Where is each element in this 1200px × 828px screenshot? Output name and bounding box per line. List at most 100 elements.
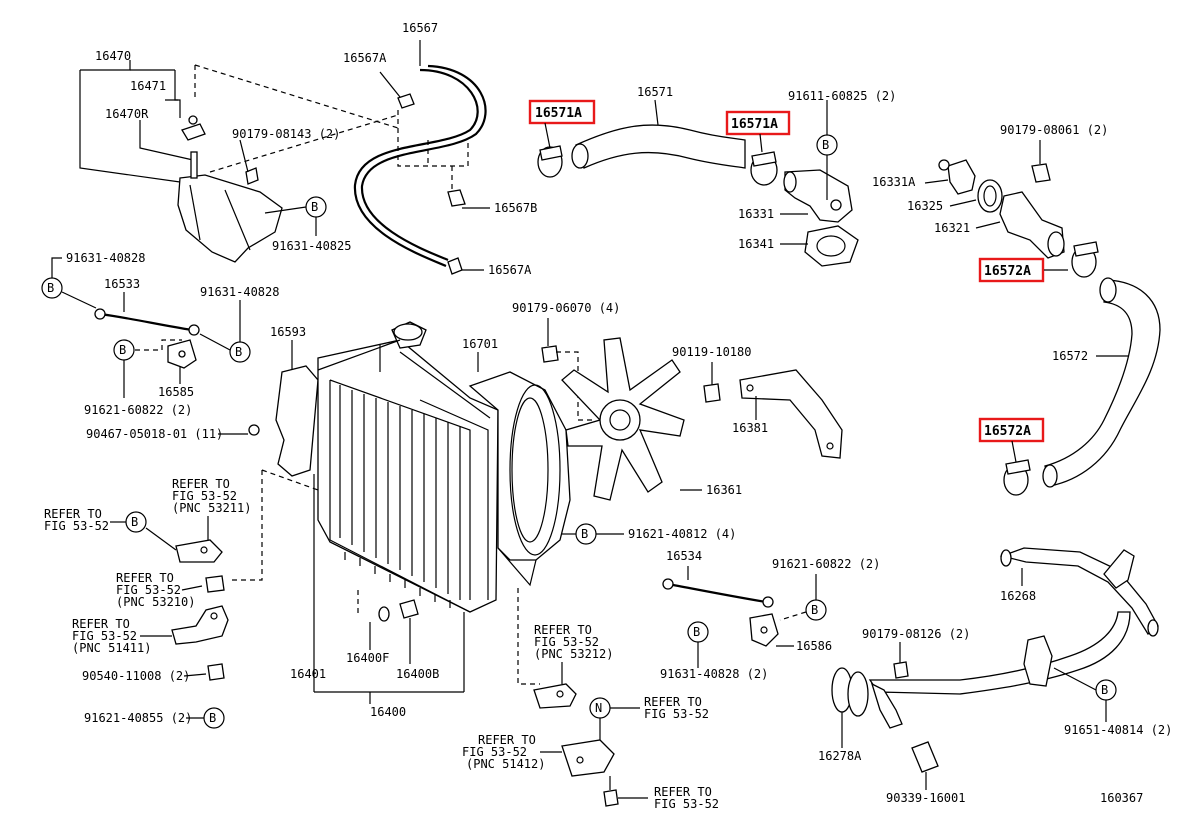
bolt-refer-8 (603, 789, 619, 807)
bypass-pipe-group: 16268 90179-08126 (2) 16278A 90339-16001… (818, 547, 1172, 805)
water-inlet-group: 90179-08061 (2) 16331A 16325 16321 16572… (872, 123, 1108, 283)
hose-clip-top (397, 93, 415, 109)
b-marker-text: B (47, 281, 54, 295)
reservoir-bolt (245, 167, 259, 185)
label-91621-60822-a: 91621-60822 (2) (84, 403, 192, 417)
label-16400F: 16400F (346, 651, 389, 665)
bracket-53211 (175, 539, 223, 563)
outlet-gasket (804, 225, 859, 267)
radiator-group: 16593 90467-05018-01 (11) (86, 321, 571, 719)
label-90179-06070: 90179-06070 (4) (512, 301, 620, 315)
highlight-16572A-top (978, 257, 1045, 283)
refer-2-a: REFER TO (44, 507, 102, 521)
radiator-bottom-tank (329, 539, 471, 613)
label-16400: 16400 (370, 705, 406, 719)
label-16533: 16533 (104, 277, 140, 291)
label-91631-40828-a: 91631-40828 (66, 251, 145, 265)
label-16470R: 16470R (105, 107, 149, 121)
b-marker-text: B (131, 515, 138, 529)
bracket-51412 (561, 739, 615, 777)
inlet-nut (1031, 163, 1051, 183)
b-marker-91621-40855 (203, 707, 225, 729)
label-16586: 16586 (796, 639, 832, 653)
overflow-hose-group: 16567 16567A 16567B 16567A (343, 21, 537, 277)
label-16534: 16534 (666, 549, 702, 563)
label-16567B: 16567B (494, 201, 537, 215)
label-16331: 16331 (738, 207, 774, 221)
label-16470: 16470 (95, 49, 131, 63)
b-marker-text: B (311, 200, 318, 214)
label-90179-08143: 90179-08143 (2) (232, 127, 340, 141)
refer-7-c: (PNC 51412) (466, 757, 545, 771)
label-90540-11008: 90540-11008 (2) (82, 669, 190, 683)
bypass-clamp (1023, 635, 1053, 687)
label-16585: 16585 (158, 385, 194, 399)
label-91651-40814: 91651-40814 (2) (1064, 723, 1172, 737)
label-16341: 16341 (738, 237, 774, 251)
b-marker-text: B (693, 625, 700, 639)
cushion-53210 (205, 575, 225, 593)
b-marker-refer-2 (125, 511, 147, 533)
thermo-switch (947, 159, 976, 195)
highlight-16572A-bottom (978, 417, 1045, 443)
label-16400B: 16400B (396, 667, 439, 681)
fan-nut (541, 345, 559, 363)
hose-90339 (911, 741, 939, 773)
highlight-16571A-right (725, 110, 791, 136)
label-90339-16001: 90339-16001 (886, 791, 965, 805)
refer-7-a: REFER TO (478, 733, 536, 747)
refer-3-a: REFER TO (116, 571, 174, 585)
cushion-90540 (207, 663, 225, 681)
refer-8-b: FIG 53-52 (654, 797, 719, 811)
label-91621-40855: 91621-40855 (2) (84, 711, 192, 725)
label-91631-40828-b: 91631-40828 (200, 285, 279, 299)
hose-clip-mid (447, 189, 466, 207)
refer-6-a: REFER TO (644, 695, 702, 709)
label-16572: 16572 (1052, 349, 1088, 363)
refer-7-b: FIG 53-52 (462, 745, 527, 759)
upper-hose-group: 16571A 16571 16571A (528, 85, 791, 186)
label-91621-40812: 91621-40812 (4) (628, 527, 736, 541)
b-marker-text: B (1101, 683, 1108, 697)
refer-3-b: FIG 53-52 (116, 583, 181, 597)
radiator-fins (339, 385, 461, 600)
refer-2-b: FIG 53-52 (44, 519, 109, 533)
side-seal-16593 (275, 365, 319, 477)
label-91621-60822-b: 91621-60822 (2) (772, 557, 880, 571)
reservoir-group: B 16470 16471 16470R 90179-08143 (2) 916… (79, 49, 399, 263)
highlight-16571A-left (528, 99, 596, 125)
refer-4-c: (PNC 51411) (72, 641, 151, 655)
label-16701: 16701 (462, 337, 498, 351)
label-16567A-top: 16567A (343, 51, 387, 65)
hose-clip-bottom (447, 257, 463, 275)
lower-hose (1044, 279, 1161, 487)
fan-group: 90179-06070 (4) 16361 (512, 301, 742, 501)
b-marker-text: B (811, 603, 818, 617)
support-rod-16534 (667, 582, 767, 604)
support-rod-16533 (99, 312, 193, 332)
thermostat-ring (977, 179, 1003, 213)
bracket-53212 (533, 683, 577, 709)
b-marker-text: B (235, 345, 242, 359)
bracket-16586 (749, 613, 779, 647)
bracket-16381 (739, 369, 843, 459)
label-16278A: 16278A (818, 749, 862, 763)
refer-1-b: FIG 53-52 (172, 489, 237, 503)
label-90179-08061: 90179-08061 (2) (1000, 123, 1108, 137)
label-16331A: 16331A (872, 175, 916, 189)
radiator-core (317, 339, 499, 613)
b-marker-rod-left (41, 277, 63, 299)
label-91611-60825: 91611-60825 (2) (788, 89, 896, 103)
refer-5-c: (PNC 53212) (534, 647, 613, 661)
b-marker-91621-60822 (805, 599, 827, 621)
refer-1-a: REFER TO (172, 477, 230, 491)
refer-3-c: (PNC 53210) (116, 595, 195, 609)
bracket-16381-group: 90119-10180 16381 (672, 345, 843, 459)
label-16361: 16361 (706, 483, 742, 497)
bolt-90119 (703, 383, 721, 403)
label-16572A-bottom: 16572A (984, 424, 1031, 439)
refer-1-c: (PNC 53211) (172, 501, 251, 515)
rod-16534-group: B 91621-40812 (4) 16534 91621-60822 (2) … (562, 523, 880, 681)
label-16571A-left: 16571A (535, 106, 582, 121)
